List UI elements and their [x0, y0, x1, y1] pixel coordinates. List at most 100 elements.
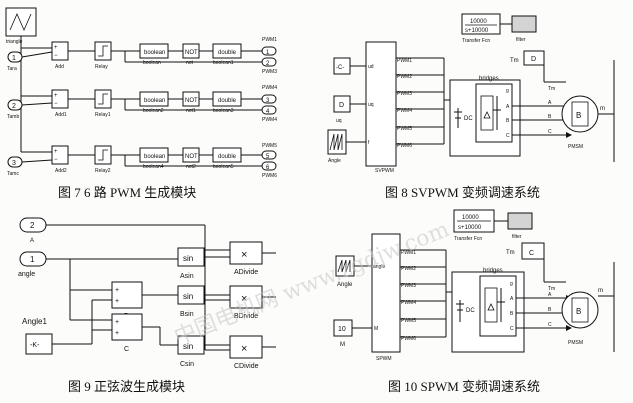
- boolean-label: boolean4: [143, 164, 164, 170]
- svg-text:ud: ud: [368, 64, 374, 70]
- outport-pwm5[interactable]: [261, 150, 277, 160]
- svg-text:+: +: [115, 330, 119, 337]
- fig8-diagram: -C- D uq Angle ud uq f SVPWM PWM1 PWM2 P…: [327, 13, 615, 174]
- outport-label: PWM4: [262, 85, 277, 91]
- svg-text:A: A: [548, 100, 552, 106]
- svg-text:5: 5: [266, 154, 270, 160]
- adder-label: Add: [55, 64, 64, 70]
- pmsm-motor[interactable]: [561, 291, 599, 329]
- svg-text:Tm: Tm: [506, 250, 515, 256]
- svg-text:boolean: boolean: [144, 50, 165, 56]
- cdivide-label: CDivide: [234, 363, 259, 370]
- svg-text:PWM5: PWM5: [397, 126, 412, 132]
- svg-text:C: C: [529, 250, 534, 257]
- svg-text:PWM6: PWM6: [397, 143, 412, 149]
- sum-b[interactable]: [111, 281, 143, 309]
- svg-text:NOT: NOT: [185, 154, 198, 160]
- bridge-block[interactable]: [479, 275, 517, 337]
- svg-text:+: +: [54, 45, 58, 51]
- svg-text:m: m: [600, 106, 605, 112]
- outport-pwm4[interactable]: [261, 105, 277, 115]
- svg-text:+: +: [54, 149, 58, 155]
- svg-text:10000: 10000: [470, 19, 487, 25]
- not-label: not2: [186, 164, 196, 170]
- svg-text:M: M: [340, 342, 345, 348]
- angle1-label: Angle1: [22, 317, 47, 326]
- outport-pwm1[interactable]: [261, 46, 277, 56]
- inport-label: Tara: [7, 66, 17, 72]
- fig7-diagram: triangle 1 Tara + − Add Relay boolean boo…: [5, 7, 277, 179]
- svg-text:boolean: boolean: [144, 98, 165, 104]
- svg-text:10000: 10000: [462, 215, 479, 221]
- bridge-block[interactable]: [475, 83, 513, 143]
- svg-text:PWM1: PWM1: [397, 58, 412, 64]
- outport-label: PWM1: [262, 37, 277, 43]
- angle-source[interactable]: [327, 129, 347, 155]
- fig7-row-3: 3 Tamc +− Add2 Relay2 boolean boolean4 N…: [7, 143, 277, 179]
- svg-text:Tm: Tm: [548, 86, 555, 92]
- sum-c[interactable]: [111, 313, 143, 341]
- svg-text:3: 3: [12, 160, 16, 167]
- angle-label: Angle: [337, 282, 353, 288]
- outport-pwm3[interactable]: [261, 57, 277, 67]
- fig9-diagram: 2 A 1 angle Angle1 -K- + + B + + C s: [18, 217, 276, 370]
- bridge-label: bridges: [479, 76, 499, 82]
- svg-text:M: M: [374, 326, 378, 332]
- angle-label: Angle: [328, 158, 341, 164]
- svg-text:PWM2: PWM2: [397, 74, 412, 80]
- svg-text:double: double: [218, 98, 237, 104]
- svg-text:C: C: [548, 129, 552, 135]
- svg-text:boolean: boolean: [144, 154, 165, 160]
- svg-text:4: 4: [266, 109, 270, 115]
- svg-text:D: D: [339, 102, 344, 109]
- svg-text:−: −: [54, 53, 58, 59]
- svg-text:Tm: Tm: [510, 58, 519, 64]
- svg-text:B: B: [510, 311, 514, 317]
- svg-text:C: C: [510, 326, 514, 332]
- svg-text:sin: sin: [183, 342, 193, 351]
- outport-pwm3[interactable]: [261, 94, 277, 104]
- adder-label: Add2: [55, 168, 67, 174]
- svpwm-label: SVPWM: [375, 168, 394, 174]
- bsin-label: Bsin: [180, 311, 194, 318]
- svg-text:+: +: [115, 319, 119, 326]
- svg-text:sin: sin: [183, 292, 193, 301]
- svg-text:PWM2: PWM2: [401, 266, 416, 272]
- svg-text:C: C: [548, 322, 552, 328]
- svg-text:PWM4: PWM4: [397, 108, 412, 114]
- relay-label: Relay2: [95, 168, 111, 174]
- not-label: not1: [186, 108, 196, 114]
- svg-text:s+10000: s+10000: [465, 28, 489, 34]
- svg-text:A: A: [30, 238, 34, 244]
- pmsm-label: PMSM: [568, 340, 583, 346]
- triangle-label: triangle: [6, 39, 23, 45]
- filter-scope[interactable]: [511, 15, 537, 33]
- svg-text:C: C: [506, 133, 510, 139]
- outport-label: PWM5: [262, 143, 277, 149]
- svg-text:PWM3: PWM3: [401, 283, 416, 289]
- inport-number: 1: [12, 55, 16, 62]
- svg-text:2: 2: [12, 103, 16, 110]
- filter-label: filter: [516, 37, 526, 43]
- svg-text:angle: angle: [18, 271, 35, 278]
- svg-text:+: +: [115, 298, 119, 305]
- svg-text:PWM3: PWM3: [397, 91, 412, 97]
- svg-text:double: double: [218, 154, 237, 160]
- svg-text:1: 1: [266, 50, 270, 56]
- adivide-label: ADivide: [234, 269, 258, 276]
- svpwm-subsystem[interactable]: [365, 41, 397, 167]
- double-label: boolean5: [213, 164, 234, 170]
- tf-label: Transfer Fcn: [454, 236, 482, 242]
- svg-text:+: +: [115, 287, 119, 294]
- outport-pwm6[interactable]: [261, 161, 277, 171]
- svg-text:6: 6: [266, 165, 270, 171]
- adder-label: Add1: [55, 112, 67, 118]
- filter-scope[interactable]: [507, 212, 533, 230]
- svg-text:PWM6: PWM6: [401, 336, 416, 342]
- spwm-subsystem[interactable]: [371, 233, 401, 353]
- triangle-scope[interactable]: [5, 7, 37, 37]
- svg-text:sin: sin: [183, 254, 193, 263]
- svg-text:B: B: [548, 307, 552, 313]
- boolean-label: boolean2: [143, 108, 164, 114]
- relay-label: Relay: [95, 64, 108, 70]
